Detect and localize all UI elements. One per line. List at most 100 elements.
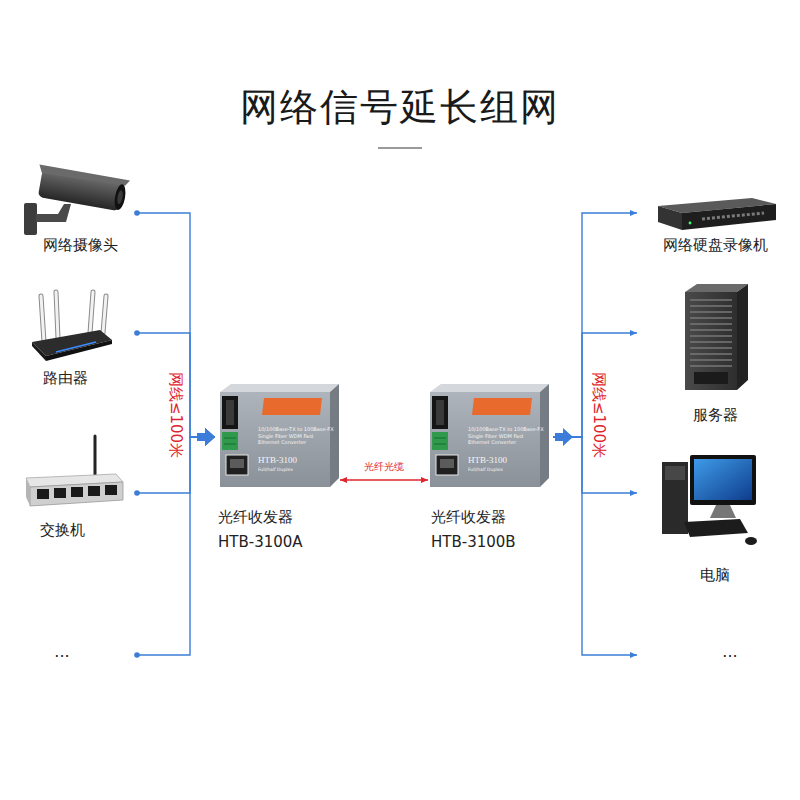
cable-link <box>137 437 215 655</box>
antenna <box>56 292 58 338</box>
switch-port <box>71 487 83 497</box>
antenna <box>103 296 106 333</box>
title-rule <box>378 147 422 149</box>
converter-top <box>430 384 549 392</box>
device-print: Full/half Duplex <box>468 467 546 473</box>
brand-strip <box>472 398 532 415</box>
rj45-socket <box>230 459 244 468</box>
sun-shield <box>38 165 130 189</box>
camera-body <box>34 165 130 212</box>
converter-top <box>220 384 339 392</box>
device-print: 10/100Base-TX to 100Base-FX Single Fiber… <box>258 426 336 446</box>
cable-length-note: 网线≤100米 <box>589 372 608 458</box>
device-print: 10/100Base-TX to 100Base-FX Single Fiber… <box>468 426 546 446</box>
device-caption: 光纤收发器 HTB-3100A <box>218 505 313 555</box>
node-label: 电脑 <box>645 565 785 585</box>
diagram-title: 网络信号延长组网 <box>0 82 800 133</box>
lens-glass <box>116 190 123 205</box>
more-node: ... <box>20 640 137 670</box>
fiber-socket <box>436 400 444 425</box>
server-icon <box>685 284 748 390</box>
more-node: ... <box>637 640 787 670</box>
device-node: 服务器 <box>637 280 787 425</box>
switch-port <box>105 485 117 495</box>
edge-label: 光纤光缆 <box>364 460 404 474</box>
device-print: Full/half Duplex <box>258 467 336 473</box>
camera-icon <box>24 165 130 235</box>
device-node: 路由器 <box>20 290 137 390</box>
device-node: 网络硬盘录像机 <box>637 185 787 260</box>
converter-icon <box>220 384 339 487</box>
rj45-port <box>226 455 248 475</box>
antenna <box>103 296 106 333</box>
computer-icon <box>662 455 757 545</box>
terminal-slots <box>224 438 236 444</box>
switch-icon <box>26 436 123 506</box>
switch-port <box>37 489 49 499</box>
node-label: ... <box>660 641 800 663</box>
pc-tower <box>662 462 688 534</box>
rj45-socket <box>440 459 454 468</box>
server-top <box>685 284 748 292</box>
model-print: HTB-3100 <box>468 455 546 466</box>
router-front <box>46 340 112 361</box>
converter-side <box>540 384 549 487</box>
node-label: 交换机 <box>0 520 132 540</box>
switch-side <box>26 478 30 506</box>
fiber-port <box>222 396 238 429</box>
rj45-port <box>436 455 458 475</box>
node-label: ... <box>0 641 132 663</box>
device-node: 交换机 <box>20 450 137 545</box>
fiber-port <box>432 396 448 429</box>
cable-length-note: 网线≤100米 <box>166 372 185 458</box>
server-front <box>685 292 737 390</box>
node-label: 网络硬盘录像机 <box>645 235 785 255</box>
camera-bracket <box>36 204 71 222</box>
switch-front <box>30 482 123 506</box>
monitor-stand <box>710 505 736 518</box>
keyboard <box>684 519 748 537</box>
device-node: 网络摄像头 <box>20 160 137 260</box>
converter-node: 10/100Base-TX to 100Base-FX Single Fiber… <box>428 383 553 553</box>
converter-icon <box>430 384 549 487</box>
converter-side <box>330 384 339 487</box>
fiber-socket <box>226 400 234 425</box>
node-label: 路由器 <box>0 368 135 388</box>
direction-arrow <box>555 428 573 446</box>
power-terminal <box>222 432 238 450</box>
monitor-screen <box>694 459 752 500</box>
model-print: HTB-3100 <box>258 455 336 466</box>
nvr-side <box>658 206 682 230</box>
wall-plate <box>24 203 37 235</box>
antenna <box>41 296 44 342</box>
server-bay <box>694 372 728 384</box>
monitor-bezel <box>690 455 756 505</box>
device-node: 电脑 <box>637 450 787 590</box>
server-side <box>737 284 748 390</box>
server-grille <box>690 300 732 366</box>
switch-port <box>54 488 66 498</box>
brand-strip <box>262 398 322 415</box>
nvr-led <box>689 222 692 225</box>
fiber-link <box>340 479 428 480</box>
node-label: 服务器 <box>645 405 785 425</box>
nvr-front <box>682 204 776 230</box>
cable-link <box>553 437 637 655</box>
pc-drive <box>665 466 685 480</box>
antenna <box>41 296 44 342</box>
router-led-strip <box>56 342 96 352</box>
node-label: 网络摄像头 <box>10 235 150 255</box>
router-side <box>32 342 46 361</box>
switch-antenna <box>94 436 97 475</box>
router-icon <box>32 292 112 361</box>
power-terminal <box>432 432 448 450</box>
converter-node: 10/100Base-TX to 100Base-FX Single Fiber… <box>215 383 340 553</box>
device-caption: 光纤收发器 HTB-3100B <box>431 505 526 555</box>
antenna <box>56 292 58 338</box>
camera-lens <box>113 183 127 210</box>
antenna <box>90 292 93 333</box>
mouse <box>745 537 757 545</box>
switch-port <box>88 486 100 496</box>
nvr-ports <box>702 213 764 219</box>
